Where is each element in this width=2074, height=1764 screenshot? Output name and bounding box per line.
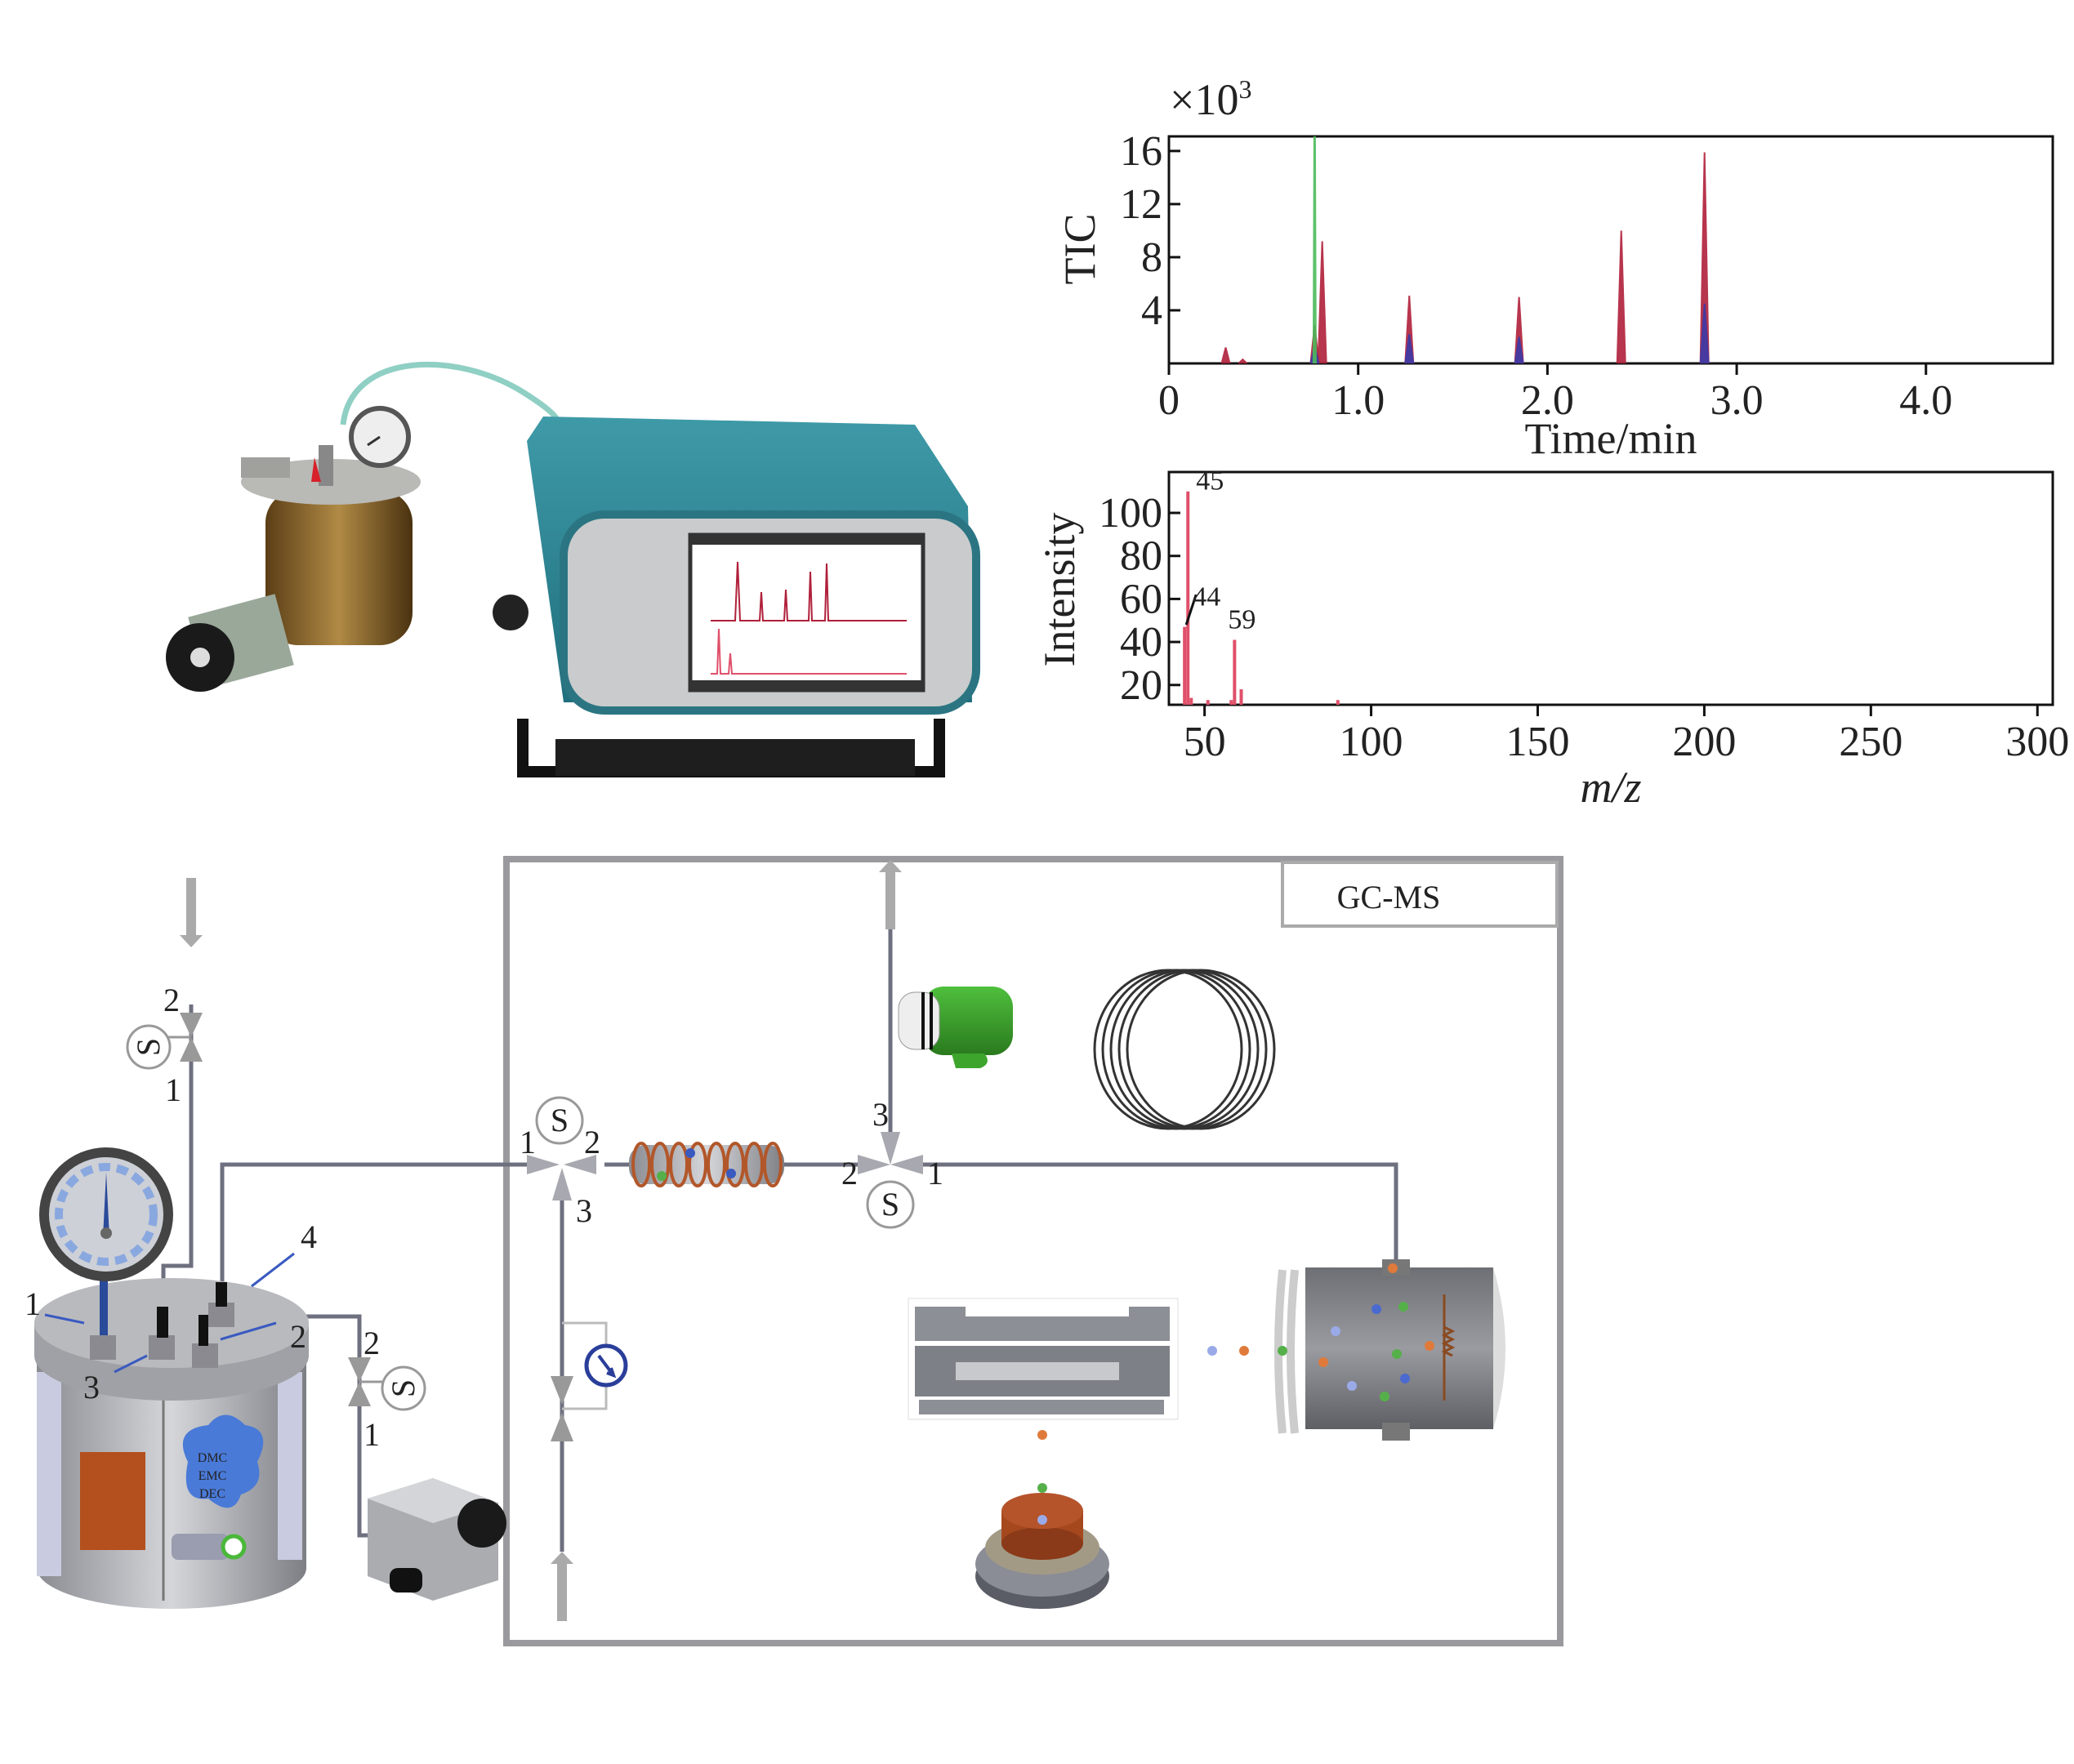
tic-x-tick-label: 0 [1158,377,1180,424]
ms-x-tick-label: 150 [1505,719,1569,765]
pump-photo [166,594,294,692]
ms-x-tick-label: 250 [1839,719,1902,765]
svg-text:1: 1 [25,1285,41,1322]
battery-cell [80,1452,145,1550]
tic-x-tick-label: 3.0 [1710,377,1764,424]
gcms-instrument-photo [493,416,980,777]
ms-y-tick-label: 20 [1120,662,1162,709]
svg-text:2: 2 [163,982,180,1018]
svg-text:1: 1 [927,1155,943,1192]
reactor-vessel-photo [241,406,421,645]
svg-text:2: 2 [364,1325,380,1361]
sampling-pump [368,1478,506,1601]
tic-peak-red [1616,230,1626,364]
port-callouts [44,1252,295,1374]
ion [1278,1346,1287,1356]
svg-text:S: S [130,1038,167,1056]
solvent-label: DEC [199,1487,225,1501]
ms-peak-label: 59 [1228,604,1256,635]
gc-column-coil [1093,969,1276,1130]
ion [1037,1430,1047,1440]
tic-x-tick-label: 2.0 [1521,377,1574,424]
vacuum-pump [898,987,1013,1068]
ion-source [1274,1259,1505,1441]
quadrupole-mass-analyzer [908,1298,1179,1420]
instrument-photo [166,361,980,777]
tic-y-tick-label: 16 [1120,128,1162,175]
ms-peak-label: 44 [1193,581,1220,612]
ion [1037,1483,1047,1493]
tic-multiplier: ×103 [1170,74,1251,124]
tic-peak-blue [1699,303,1710,364]
svg-text:3: 3 [576,1192,592,1229]
tic-y-tick-label: 12 [1120,181,1162,228]
svg-text:1: 1 [364,1416,380,1453]
ms-annotation-leader [1184,594,1198,626]
tic-peak-green [1312,136,1317,364]
ms-x-tick-label: 100 [1340,719,1403,765]
ms-x-tick-label: 300 [2005,719,2069,765]
svg-text:1: 1 [520,1124,536,1160]
tic-peak-red [1220,347,1231,364]
tic-x-tick-label: 4.0 [1899,377,1952,424]
ms-x-tick-label: 200 [1672,719,1736,765]
solvent-label: EMC [198,1469,227,1483]
svg-text:2: 2 [290,1318,306,1355]
ms-y-tick-label: 100 [1099,490,1162,537]
svg-text:2: 2 [584,1124,600,1160]
ms-plot-frame [1167,470,2054,706]
ion [1239,1346,1249,1356]
sample-vessel: DMC EMC DEC [34,1258,309,1609]
three-way-valve-column: S 2 1 3 [841,1096,943,1229]
three-way-valve-inlet: S 1 2 3 [520,1096,600,1229]
tic-y-tick-label: 4 [1141,287,1162,334]
solvent-label: DMC [198,1451,227,1465]
tic-peak-red [1238,358,1248,364]
ms-y-tick-label: 40 [1120,619,1162,666]
check-valve-bottom [551,1343,628,1441]
schematic: GC-MS S 2 1 S 2 [25,856,1563,1646]
solenoid-valve-vent: S 2 1 [126,982,203,1108]
tic-x-axis-label: Time/min [1524,414,1697,463]
ms-x-axis-label: m/z [1580,763,1641,812]
tic-plot-frame [1167,135,2054,365]
svg-text:S: S [881,1186,899,1223]
gcms-label: GC-MS [1337,879,1441,915]
ms-y-tick-label: 60 [1120,576,1162,622]
tic-peak-red [1699,152,1710,364]
svg-text:2: 2 [841,1155,858,1192]
svg-text:3: 3 [83,1369,100,1405]
svg-text:S: S [551,1102,569,1138]
ion [1207,1346,1217,1356]
svg-text:S: S [385,1379,421,1397]
trap-coil [629,1142,784,1187]
ms-peak-label: 45 [1196,466,1224,497]
inlet-arrow-top-left [180,878,203,947]
outlet-arrow-top [879,860,902,929]
inlet-arrow-bottom [551,1552,573,1621]
tic-peak-blue [1514,336,1524,364]
svg-text:4: 4 [301,1218,317,1255]
gas-cloud [182,1414,264,1508]
tic-x-tick-label: 1.0 [1331,377,1385,424]
solenoid-valve-pump: S 2 1 [348,1325,426,1453]
ms-y-tick-label: 80 [1120,533,1162,580]
pressure-gauge [39,1147,173,1281]
gcms-label-box [1281,861,1559,928]
gcms-enclosure [503,856,1563,1646]
tic-peak-red [1317,241,1327,364]
tic-y-tick-label: 8 [1141,234,1162,281]
tic-peak-blue [1404,334,1415,364]
tic-chromatogram: ×103 0 1.0 2.0 3.0 4.0 4 8 12 16 Time/min TIC [1055,74,2054,463]
svg-text:3: 3 [872,1096,889,1133]
instrument-screen [688,532,925,693]
svg-text:1: 1 [165,1071,181,1108]
ms-x-tick-label: 50 [1184,719,1226,765]
detector [975,1493,1109,1609]
ms-y-axis-label: Intensity [1035,513,1084,667]
tubing [161,906,1398,1552]
tic-y-axis-label: TIC [1055,214,1104,285]
